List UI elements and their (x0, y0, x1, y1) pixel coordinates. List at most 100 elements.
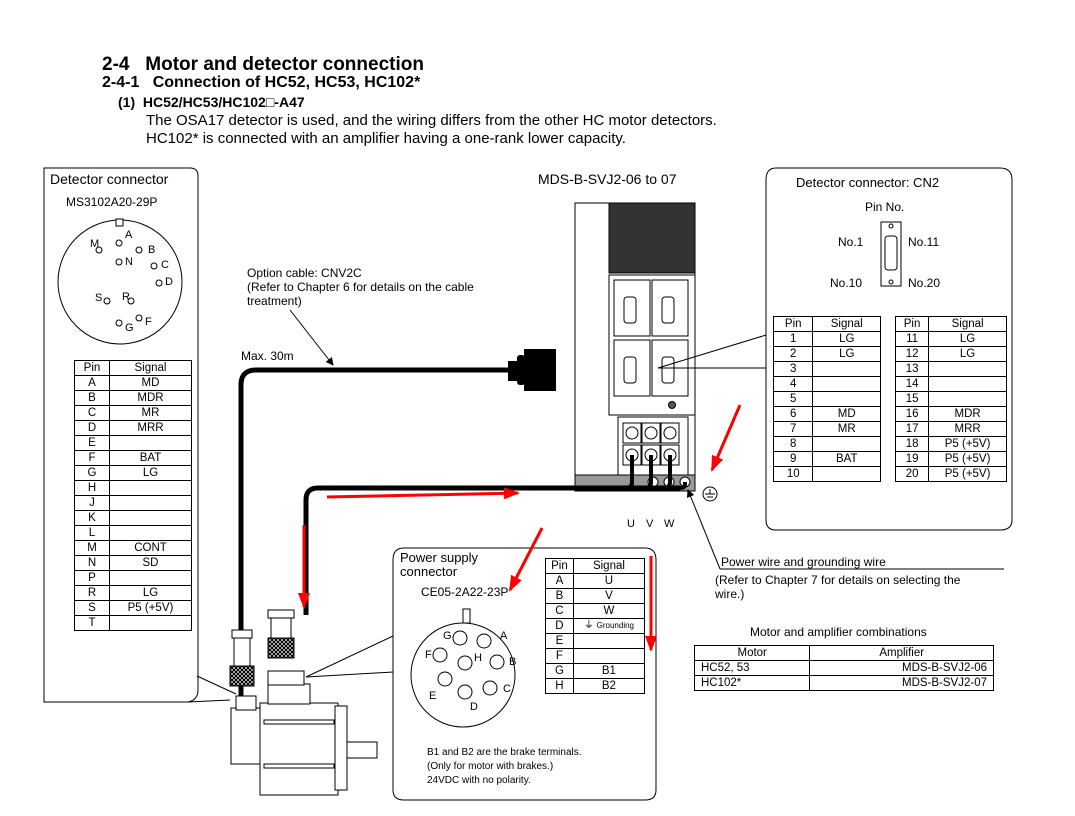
pin-cell: A (545, 573, 574, 589)
pin-cell: 18 (894, 436, 930, 452)
subsection-heading: 2-4-1 Connection of HC52, HC53, HC102* (102, 74, 421, 91)
signal-cell (928, 361, 1007, 377)
table-row: L (74, 525, 193, 541)
detector-pin-label: F (145, 316, 152, 328)
pin-cell: D (74, 420, 110, 436)
detector-pin-label: G (125, 322, 134, 334)
signal-cell: Amplifier (809, 645, 994, 661)
pin-cell: K (74, 510, 110, 526)
pin-cell: D (545, 618, 574, 634)
pin-cell: B (74, 390, 110, 406)
power-cable (303, 485, 680, 615)
power-wire-note-2: wire.) (715, 587, 745, 601)
signal-cell (812, 361, 881, 377)
cn2-no11-label: No.11 (908, 235, 940, 249)
pin-cell: 5 (772, 391, 814, 407)
signal-cell: P5 (+5V) (928, 466, 1007, 482)
signal-cell: B2 (572, 678, 646, 694)
signal-cell (108, 480, 193, 496)
table-row: 8 (772, 436, 881, 452)
pin-cell: 15 (894, 391, 930, 407)
signal-cell: BAT (812, 451, 881, 467)
pin-cell: R (74, 585, 110, 601)
signal-cell: Signal (928, 316, 1007, 332)
red-flow-arrows (298, 404, 742, 652)
power-connector-model: CE05-2A22-23P (421, 585, 509, 599)
pin-cell: J (74, 495, 110, 511)
pin-cell: C (545, 603, 574, 619)
ground-symbol-icon: ⏚ (583, 620, 597, 631)
pin-cell: E (545, 633, 574, 649)
pin-cell: M (74, 540, 110, 556)
pin-cell: A (74, 375, 110, 391)
signal-cell: Signal (108, 360, 193, 376)
signal-cell: B1 (572, 663, 646, 679)
signal-cell: P5 (+5V) (928, 451, 1007, 467)
cn2-no20-label: No.20 (908, 276, 941, 290)
signal-cell: MDR (108, 390, 193, 406)
amplifier-unit (574, 202, 696, 492)
option-cable-note-2: treatment) (247, 294, 302, 308)
table-row: 10 (772, 466, 881, 482)
cn2-no1-label: No.1 (838, 235, 864, 249)
signal-cell: MD (108, 375, 193, 391)
signal-cell (108, 495, 193, 511)
power-pin-label: G (443, 630, 452, 642)
pin-cell: T (74, 615, 110, 631)
pin-cell: 19 (894, 451, 930, 467)
signal-cell: MRR (108, 420, 193, 436)
power-connector-title-2: connector (400, 564, 458, 579)
signal-cell: Signal (812, 316, 881, 332)
signal-cell: MR (812, 421, 881, 437)
table-row: F (545, 648, 646, 664)
servo-motor (230, 670, 378, 796)
pin-cell: 9 (772, 451, 814, 467)
signal-cell: LG (812, 346, 881, 362)
pin-cell: G (545, 663, 574, 679)
pin-cell: F (74, 450, 110, 466)
signal-cell: P5 (+5V) (108, 600, 193, 616)
signal-cell: U (572, 573, 646, 589)
max-length-label: Max. 30m (241, 349, 294, 363)
cn2-connector-icon (880, 221, 902, 287)
signal-cell (108, 525, 193, 541)
detector-connector-panel (43, 167, 199, 703)
pin-cell: Motor (693, 645, 811, 661)
pin-cell: H (74, 480, 110, 496)
table-row: 3 (772, 361, 881, 377)
power-wire-label: Power wire and grounding wire (721, 555, 886, 569)
pin-cell: 20 (894, 466, 930, 482)
red-arrow-right (326, 487, 520, 500)
pin-cell: 3 (772, 361, 814, 377)
signal-cell: MR (108, 405, 193, 421)
signal-cell (108, 570, 193, 586)
signal-cell (812, 391, 881, 407)
power-plug (267, 609, 295, 659)
detector-pin-label: N (125, 256, 133, 268)
pin-cell: S (74, 600, 110, 616)
cn2-no10-label: No.10 (830, 276, 863, 290)
signal-cell: CONT (108, 540, 193, 556)
pin-cell: Pin (894, 316, 930, 332)
terminal-w-label: W (664, 518, 675, 530)
pin-cell: P (74, 570, 110, 586)
table-row: 4 (772, 376, 881, 392)
table-row: 13 (894, 361, 1007, 377)
pin-cell: N (74, 555, 110, 571)
pin-cell: 2 (772, 346, 814, 362)
